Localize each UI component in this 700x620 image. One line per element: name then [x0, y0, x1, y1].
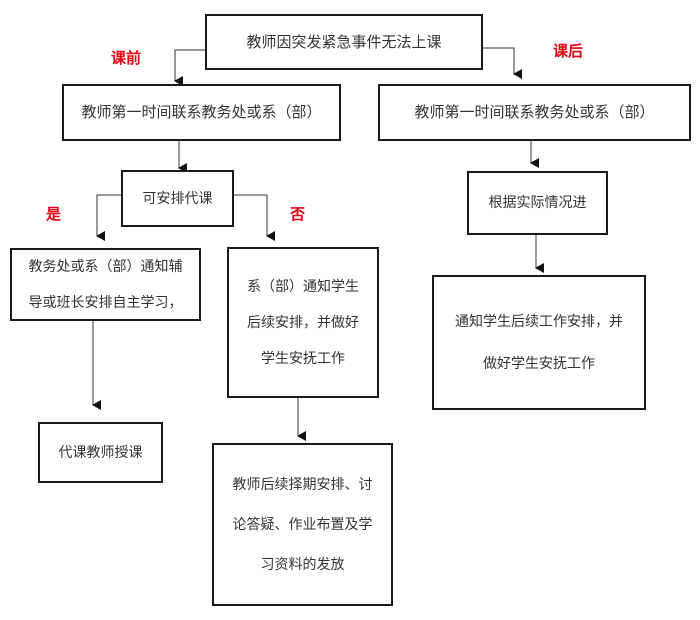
label-no: 否 [290, 205, 306, 223]
no-step-node: 系（部）通知学生 后续安排，并做好 学生安抚工作 [227, 247, 379, 398]
no-result-node: 教师后续择期安排、讨 论答疑、作业布置及学 习资料的发放 [212, 443, 393, 606]
before-contact-node: 教师第一时间联系教务处或系（部） [62, 84, 341, 141]
label-before-class: 课前 [111, 49, 142, 67]
notify-node: 通知学生后续工作安排，并 做好学生安抚工作 [432, 275, 646, 410]
label-yes: 是 [46, 205, 62, 223]
yes-result-node: 代课教师授课 [38, 422, 163, 483]
yes-result-text: 代课教师授课 [58, 444, 143, 461]
no-result-line-1: 教师后续择期安排、讨 [232, 476, 373, 493]
notify-line-2: 做好学生安抚工作 [483, 355, 595, 372]
yes-step-line-2: 导或班长安排自主学习， [28, 294, 183, 311]
assess-text: 根据实际情况进 [488, 195, 587, 211]
connector-start-to-after [482, 47, 522, 79]
no-result-line-2: 论答疑、作业布置及学 [232, 516, 373, 533]
before-contact-text: 教师第一时间联系教务处或系（部） [81, 103, 322, 121]
notify-line-1: 通知学生后续工作安排，并 [455, 313, 623, 330]
connector-decision-yes [96, 194, 121, 241]
start-node: 教师因突发紧急事件无法上课 [205, 14, 483, 70]
label-after-class: 课后 [553, 42, 584, 60]
no-step-line-3: 学生安抚工作 [261, 350, 345, 367]
after-contact-node: 教师第一时间联系教务处或系（部） [378, 84, 691, 141]
yes-step-node: 教务处或系（部）通知辅 导或班长安排自主学习， [10, 248, 201, 321]
no-step-line-1: 系（部）通知学生 [247, 278, 359, 295]
assess-node: 根据实际情况进 [467, 171, 608, 235]
after-contact-text: 教师第一时间联系教务处或系（部） [414, 103, 655, 121]
start-node-text: 教师因突发紧急事件无法上课 [246, 32, 442, 51]
connector-decision-no [233, 194, 275, 241]
decision-node: 可安排代课 [121, 170, 234, 227]
yes-step-line-1: 教务处或系（部）通知辅 [28, 258, 183, 275]
no-result-line-3: 习资料的发放 [260, 556, 345, 573]
no-step-line-2: 后续安排，并做好 [247, 314, 359, 331]
decision-text: 可安排代课 [142, 190, 213, 207]
connector-start-to-before [174, 49, 205, 86]
